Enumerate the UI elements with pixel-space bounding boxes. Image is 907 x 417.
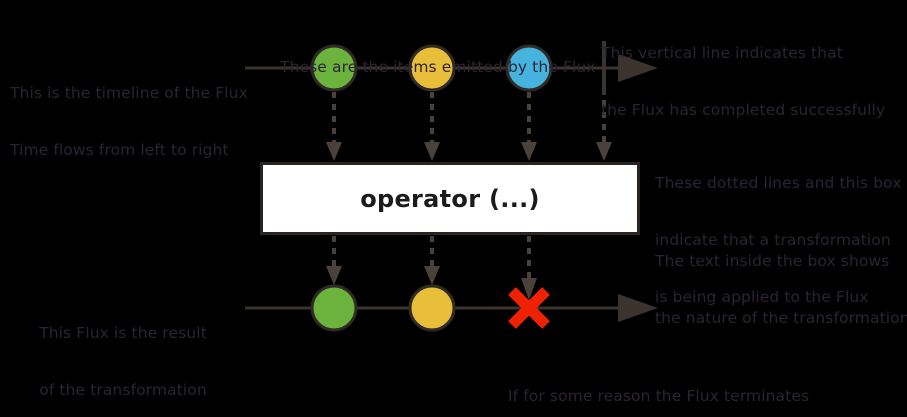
error-x-marker xyxy=(508,287,550,329)
result-item-green xyxy=(310,284,358,332)
annotation-box-text: The text inside the box shows the nature… xyxy=(655,214,907,366)
annotation-items: These are the items emitted by the Flux xyxy=(280,20,596,115)
transform-arrowhead-blue xyxy=(521,142,537,161)
annotation-box-text-line1: The text inside the box shows xyxy=(655,252,890,270)
source-item-green xyxy=(310,44,358,92)
annotation-result-line2: of the transformation xyxy=(39,381,207,399)
transform-arrows-out xyxy=(326,236,537,300)
source-item-blue xyxy=(505,44,553,92)
annotation-timeline-line2: Time flows from left to right xyxy=(10,141,229,159)
annotation-transformation-line3: is being applied to the Flux xyxy=(655,288,869,306)
transform-arrowhead-yellow xyxy=(424,142,440,161)
result-item-yellow xyxy=(408,284,456,332)
annotation-completion-line1: This vertical line indicates that xyxy=(601,44,843,62)
annotation-box-text-line2: the nature of the transformation xyxy=(655,309,907,327)
result-arrowhead-yellow xyxy=(424,266,440,285)
operator-box-label: operator (...) xyxy=(360,184,540,213)
source-item-yellow xyxy=(408,44,456,92)
annotation-transformation-line1: These dotted lines and this box xyxy=(655,174,902,192)
result-timeline-arrowhead xyxy=(618,294,658,322)
source-timeline-group xyxy=(245,41,658,95)
transform-arrowhead-completion xyxy=(596,142,612,161)
annotation-error: If for some reason the Flux terminates a… xyxy=(508,349,838,417)
result-arrowhead-error xyxy=(521,278,537,300)
annotation-error-line1: If for some reason the Flux terminates xyxy=(508,387,810,405)
result-timeline-group xyxy=(245,284,658,332)
transform-arrows-down xyxy=(326,92,612,161)
annotation-timeline: This is the timeline of the Flux Time fl… xyxy=(10,46,248,198)
annotation-transformation: These dotted lines and this box indicate… xyxy=(655,136,905,345)
transform-arrowhead-green xyxy=(326,142,342,161)
source-timeline-arrowhead xyxy=(618,54,658,82)
result-arrowhead-green xyxy=(326,266,342,285)
annotation-completion: This vertical line indicates that the Fl… xyxy=(601,6,901,158)
annotation-result: This Flux is the result of the transform… xyxy=(18,286,228,417)
annotation-timeline-line1: This is the timeline of the Flux xyxy=(10,84,248,102)
operator-box: operator (...) xyxy=(260,162,640,235)
annotation-transformation-line2: indicate that a transformation xyxy=(655,231,891,249)
annotation-completion-line2: the Flux has completed successfully xyxy=(601,101,886,119)
annotation-result-line1: This Flux is the result xyxy=(39,324,207,342)
annotation-items-line1: These are the items emitted by the Flux xyxy=(280,58,596,76)
